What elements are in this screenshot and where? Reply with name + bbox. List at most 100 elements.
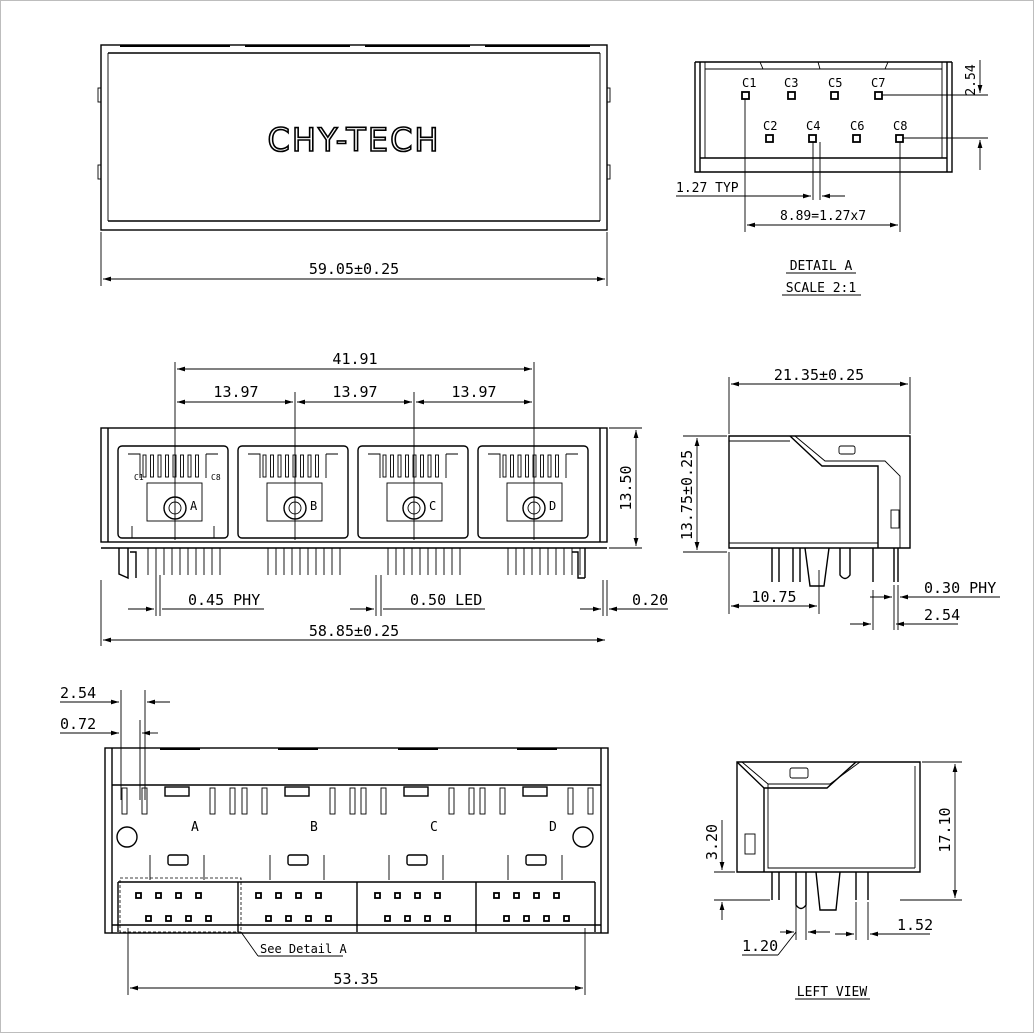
pin-pad — [305, 915, 312, 922]
contact-finger — [382, 454, 387, 478]
contact-finger — [427, 454, 432, 478]
detail-a-scale: SCALE 2:1 — [786, 281, 856, 296]
front-port-label-d: D — [549, 499, 556, 513]
pin-pad — [325, 915, 332, 922]
detail-span-dim: 8.89=1.27x7 — [780, 209, 866, 224]
led-lead — [479, 787, 486, 815]
led-lead — [241, 787, 248, 815]
led-lead — [229, 787, 236, 815]
side-height-dim: 13.75±0.25 — [678, 450, 696, 540]
pin-pad — [404, 915, 411, 922]
pin-c7-pad — [874, 91, 883, 100]
pin-pad — [553, 892, 560, 899]
front-pitch-dim-2: 13.97 — [332, 383, 377, 401]
contact-finger — [517, 454, 522, 478]
led-window — [164, 786, 190, 797]
pin-pad — [205, 915, 212, 922]
led-lead — [261, 787, 268, 815]
side-body — [728, 435, 911, 549]
front-port-label-a: A — [190, 499, 198, 513]
bottom-port-label-a: A — [191, 820, 199, 835]
pin-pad — [145, 915, 152, 922]
rj45-port-a — [117, 445, 229, 539]
contact-finger — [142, 454, 147, 478]
pin-pad — [255, 892, 262, 899]
pin-pad — [444, 915, 451, 922]
contact-finger — [165, 454, 169, 478]
led-lead — [587, 787, 594, 815]
pin-pad — [265, 915, 272, 922]
contact-finger — [397, 454, 402, 478]
pin-pad — [394, 892, 401, 899]
pin-pad — [135, 892, 142, 899]
contact-finger — [285, 454, 289, 478]
led-window — [522, 786, 548, 797]
led-lead — [121, 787, 128, 815]
brand-logo: CHY-TECH — [268, 121, 441, 159]
bottom-slots — [121, 786, 594, 880]
detail-pitch-dim: 2.54 — [964, 64, 979, 95]
left-dim-a: 3.20 — [703, 824, 721, 860]
front-led-dim: 0.50 LED — [410, 591, 482, 609]
detail-a: C1 C2 C3 C4 C5 C6 C7 C8 2.54 1.27 TYP 8.… — [676, 60, 988, 296]
contact-finger — [150, 454, 154, 478]
bottom-small-dim: 0.72 — [60, 715, 96, 733]
left-dim-b: 1.52 — [897, 916, 933, 934]
pin-pad — [434, 892, 441, 899]
pin-c6-pad — [852, 134, 861, 143]
contact-finger — [262, 454, 267, 478]
pin-pad — [563, 915, 570, 922]
pin-pad — [165, 915, 172, 922]
rj45-port-d — [477, 445, 589, 539]
led-lead — [468, 787, 475, 815]
side-pin-offset-dim: 10.75 — [751, 588, 796, 606]
led-lead — [567, 787, 574, 815]
front-phy-dim: 0.45 PHY — [188, 591, 260, 609]
led-label-c1: C1 — [134, 473, 144, 482]
pin-pad — [155, 892, 162, 899]
contact-finger — [270, 454, 274, 478]
contact-fingers — [128, 453, 578, 478]
pin-c1-pad — [741, 91, 750, 100]
contact-finger — [187, 454, 192, 478]
front-pins — [147, 548, 581, 575]
led-label-c8: C8 — [211, 473, 221, 482]
top-view-body — [100, 44, 608, 231]
contact-finger — [435, 454, 439, 478]
side-phy-dim: 0.30 PHY — [924, 579, 996, 597]
led-lead — [209, 787, 216, 815]
latch-slot — [287, 854, 309, 866]
led-window — [403, 786, 429, 797]
front-pitch-dim-1: 13.97 — [213, 383, 258, 401]
pin-pad — [424, 915, 431, 922]
pin-pad — [185, 915, 192, 922]
pin-c3-pad — [787, 91, 796, 100]
pin-label-c5: C5 — [828, 76, 842, 90]
pin-label-c3: C3 — [784, 76, 798, 90]
pin-pad — [295, 892, 302, 899]
contact-finger — [502, 454, 507, 478]
pin-pad — [275, 892, 282, 899]
contact-finger — [292, 454, 297, 478]
pin-label-c4: C4 — [806, 119, 820, 133]
pin-pad — [414, 892, 421, 899]
front-housing — [100, 427, 608, 543]
left-height-dim: 17.10 — [936, 807, 954, 852]
side-view: 21.35±0.25 13.75±0.25 10.75 0.30 PHY 2.5… — [678, 366, 1000, 630]
see-detail-a-callout: See Detail A — [260, 942, 347, 956]
rj45-port-c — [357, 445, 469, 539]
contact-finger — [180, 454, 184, 478]
contact-finger — [555, 454, 559, 478]
bottom-housing — [104, 747, 609, 934]
front-pitch-dim-3: 13.97 — [451, 383, 496, 401]
pin-label-c6: C6 — [850, 119, 864, 133]
pin-pad — [503, 915, 510, 922]
contact-finger — [157, 454, 162, 478]
pin-label-c2: C2 — [763, 119, 777, 133]
pin-pad — [195, 892, 202, 899]
contact-finger — [277, 454, 282, 478]
left-dim-c: 1.20 — [742, 937, 778, 955]
contact-finger — [532, 454, 537, 478]
pin-pad — [543, 915, 550, 922]
